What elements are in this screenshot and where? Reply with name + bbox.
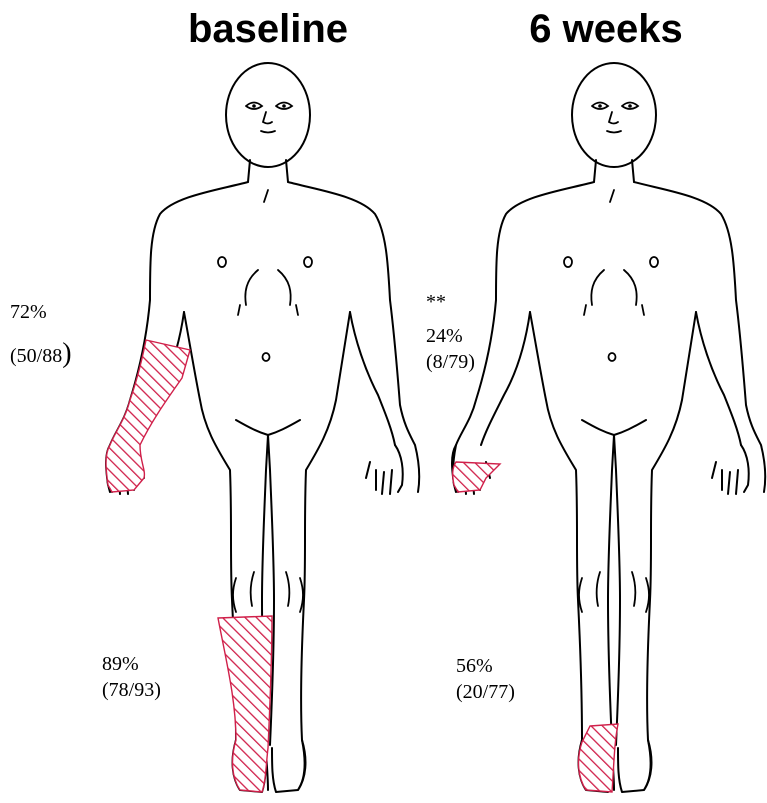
highlight-foot [579, 724, 618, 792]
panel-title-6-weeks: 6 weeks [529, 7, 682, 51]
percent-label-foot-6-weeks: 56% [456, 655, 493, 677]
significance-marker: ** [426, 291, 446, 313]
panel-baseline: baseline 72% (50/88) 89% (78/93) [10, 7, 419, 792]
percent-label-leg-baseline: 89% [102, 653, 139, 675]
count-label-hand-6-weeks: (8/79) [426, 351, 475, 373]
panel-6-weeks: 6 weeks ** 24% (8/79) 56% (20/77) [426, 7, 765, 792]
percent-label-forearm-baseline: 72% [10, 301, 47, 323]
highlight-lower-leg-foot [218, 616, 272, 792]
percent-label-hand-6-weeks: 24% [426, 325, 463, 347]
highlight-hand [453, 462, 500, 492]
panel-title-baseline: baseline [188, 7, 348, 51]
count-label-foot-6-weeks: (20/77) [456, 681, 515, 703]
count-label-leg-baseline: (78/93) [102, 679, 161, 701]
highlight-forearm-hand [106, 340, 190, 492]
count-label-forearm-baseline: (50/88) [10, 338, 72, 369]
